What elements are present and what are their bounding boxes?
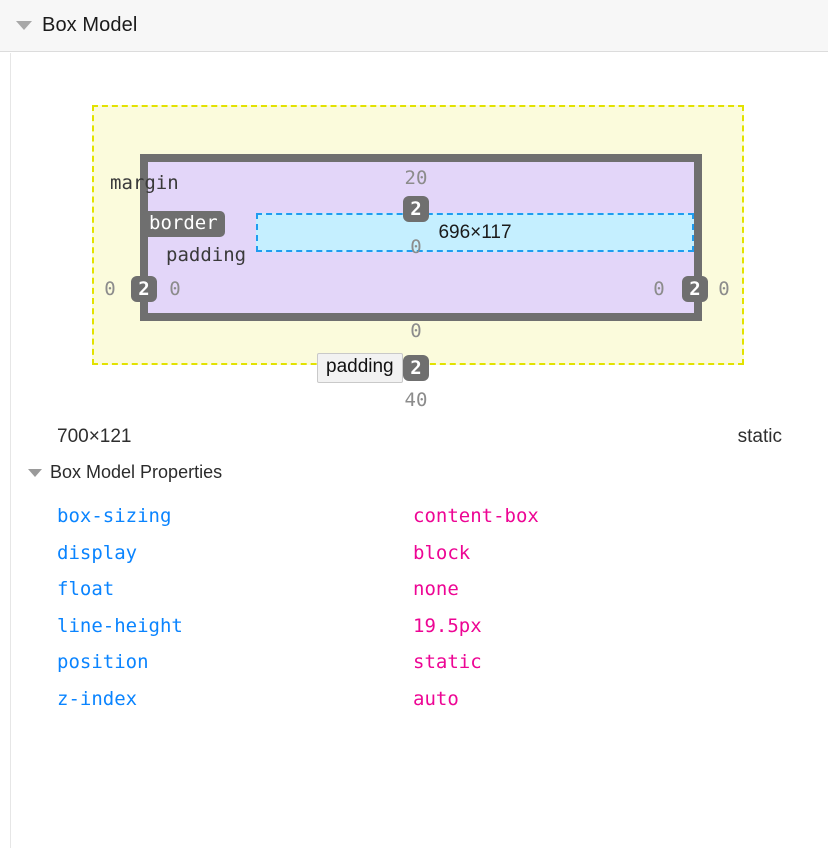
element-size-label: 700×121 — [57, 426, 132, 447]
border-left-value[interactable]: 2 — [131, 276, 157, 302]
triangle-down-icon[interactable] — [28, 468, 42, 477]
property-row[interactable]: display block — [0, 535, 828, 572]
property-row[interactable]: box-sizing content-box — [0, 498, 828, 535]
box-model-properties-header[interactable]: Box Model Properties — [28, 462, 222, 483]
property-value[interactable]: 19.5px — [413, 614, 482, 637]
property-row[interactable]: position static — [0, 644, 828, 681]
panel-left-rule — [10, 53, 11, 848]
box-model-diagram: 696×117 margin border padding 20 40 0 0 … — [0, 52, 828, 411]
box-model-properties-list: box-sizing content-box display block float no… — [0, 498, 828, 717]
property-name: position — [57, 651, 149, 674]
property-value[interactable]: none — [413, 578, 459, 601]
property-name: line-height — [57, 614, 183, 637]
property-name: float — [57, 578, 115, 601]
padding-right-value[interactable]: 0 — [653, 278, 665, 300]
page-title: Box Model — [42, 14, 138, 36]
box-model-border-region[interactable]: 696×117 — [140, 154, 702, 321]
padding-left-value[interactable]: 0 — [169, 278, 181, 300]
box-model-content-region[interactable]: 696×117 — [256, 213, 694, 252]
content-size-label: 696×117 — [438, 221, 512, 243]
property-row[interactable]: z-index auto — [0, 681, 828, 718]
box-model-tooltip: padding — [317, 353, 403, 383]
box-model-summary: 700×121 static — [0, 420, 828, 454]
box-model-properties-title: Box Model Properties — [50, 462, 223, 482]
border-region-label: border — [142, 211, 225, 237]
border-right-value[interactable]: 2 — [682, 276, 708, 302]
border-bottom-value[interactable]: 2 — [403, 355, 429, 381]
padding-top-value[interactable]: 0 — [410, 236, 422, 258]
property-value[interactable]: block — [413, 541, 471, 564]
property-value[interactable]: auto — [413, 687, 459, 710]
property-name: display — [57, 541, 138, 564]
triangle-down-icon[interactable] — [16, 21, 32, 30]
property-row[interactable]: line-height 19.5px — [0, 608, 828, 645]
padding-region-label: padding — [166, 244, 247, 266]
margin-top-value[interactable]: 20 — [404, 167, 428, 189]
box-model-panel-header[interactable]: Box Model — [0, 0, 828, 52]
margin-bottom-value[interactable]: 40 — [404, 389, 428, 411]
border-top-value[interactable]: 2 — [403, 196, 429, 222]
property-value[interactable]: static — [413, 651, 482, 674]
property-value[interactable]: content-box — [413, 505, 539, 528]
margin-region-label: margin — [110, 172, 179, 194]
property-row[interactable]: float none — [0, 571, 828, 608]
margin-left-value[interactable]: 0 — [104, 278, 116, 300]
element-position-label: static — [737, 426, 782, 447]
property-name: box-sizing — [57, 505, 172, 528]
padding-bottom-value[interactable]: 0 — [410, 320, 422, 342]
box-model-padding-region[interactable]: 696×117 — [148, 162, 694, 313]
margin-right-value[interactable]: 0 — [718, 278, 730, 300]
box-model-margin-region[interactable]: 696×117 — [92, 105, 744, 365]
property-name: z-index — [57, 687, 138, 710]
